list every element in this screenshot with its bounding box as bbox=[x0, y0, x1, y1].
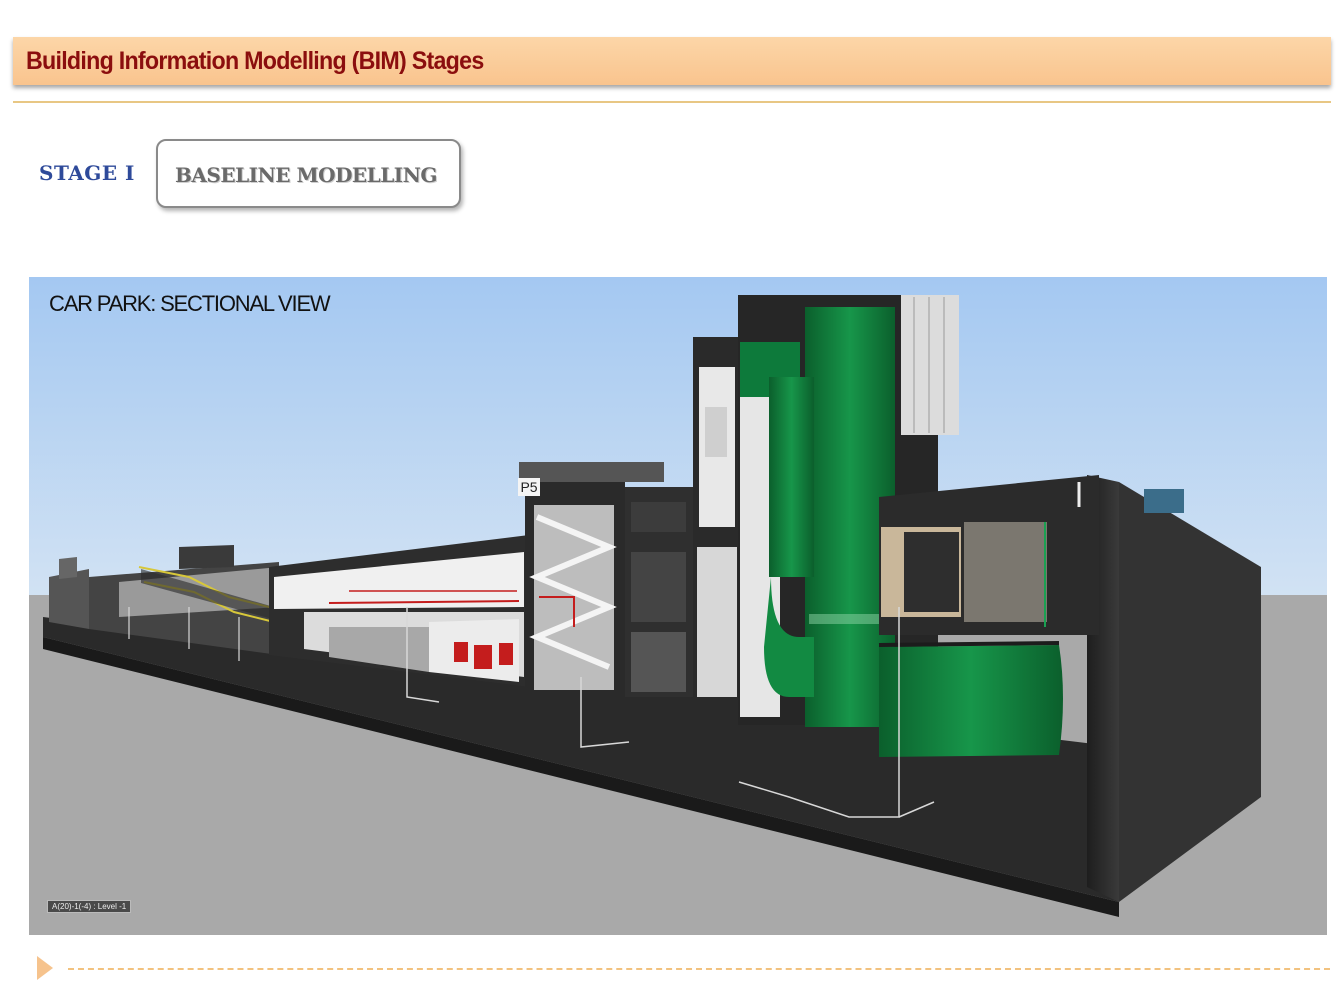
triangle-right-icon bbox=[37, 956, 53, 980]
stage-name-box: BASELINE MODELLING bbox=[156, 139, 461, 208]
car-park-sectional-render: CAR PARK: SECTIONAL VIEW P5 A(20)-1(-4) … bbox=[29, 277, 1327, 935]
figure-caption: CAR PARK: SECTIONAL VIEW bbox=[49, 291, 331, 316]
footer-divider bbox=[68, 968, 1330, 970]
floor-tag: P5 bbox=[518, 478, 540, 496]
page-title: Building Information Modelling (BIM) Sta… bbox=[26, 47, 484, 75]
title-bar: Building Information Modelling (BIM) Sta… bbox=[13, 37, 1331, 85]
building-section-illustration bbox=[29, 277, 1327, 935]
title-divider bbox=[13, 101, 1331, 103]
stage-number-label: STAGE I bbox=[39, 161, 135, 185]
view-level-label: A(20)-1(-4) : Level -1 bbox=[47, 900, 132, 913]
stage-name: BASELINE MODELLING bbox=[175, 163, 438, 187]
